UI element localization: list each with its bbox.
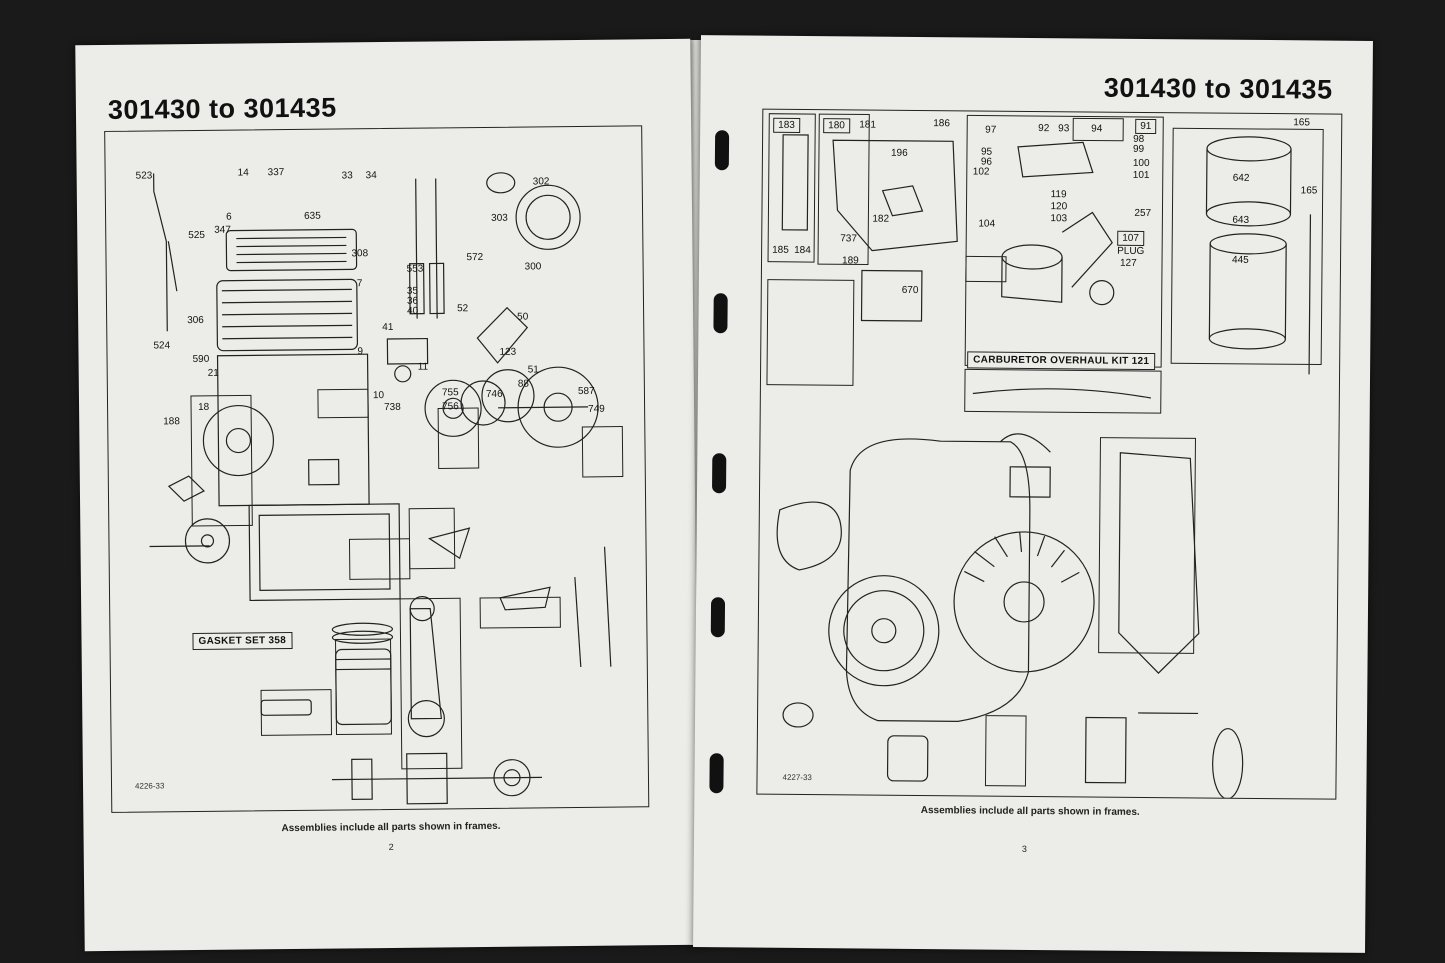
part-label: 97 <box>985 124 997 136</box>
part-label: 102 <box>972 166 990 178</box>
part-label: 302 <box>532 176 550 188</box>
left-page: 301430 to 301435 <box>75 38 700 952</box>
part-label: 445 <box>1231 254 1249 266</box>
part-label: 14 <box>237 167 249 179</box>
part-label: 670 <box>901 284 919 296</box>
part-label: 184 <box>794 244 811 257</box>
binder-hole <box>711 453 727 494</box>
part-label: 180 <box>823 118 850 134</box>
part-label: 303 <box>491 212 508 224</box>
right-page-title: 301430 to 301435 <box>1103 72 1333 105</box>
part-label: 103 <box>1050 213 1068 225</box>
left-caption: Assemblies include all parts shown in fr… <box>281 820 501 835</box>
part-label: 41 <box>382 321 394 334</box>
part-label: 21 <box>207 367 219 379</box>
right-caption: Assemblies include all parts shown in fr… <box>920 805 1140 818</box>
part-label: 99 <box>1132 143 1145 155</box>
left-page-number: 2 <box>388 841 394 853</box>
part-label: PLUG <box>1117 245 1145 257</box>
part-label: 7 <box>356 278 363 290</box>
part-label: 33 <box>341 170 353 182</box>
part-label: 9 <box>357 346 364 358</box>
part-label: 590 <box>192 353 210 366</box>
part-label: 165 <box>1300 185 1318 197</box>
part-label: 40 <box>407 305 419 317</box>
right-page: 301430 to 301435 <box>693 35 1373 953</box>
part-label: 11 <box>417 361 429 373</box>
part-label: 189 <box>841 255 859 267</box>
part-label: 91 <box>1135 118 1157 135</box>
binder-hole <box>710 597 726 638</box>
part-label: 308 <box>351 248 369 260</box>
part-label: 10 <box>372 390 385 402</box>
part-label: 123 <box>499 346 517 358</box>
gasket-set-label: GASKET SET 358 <box>192 632 293 651</box>
part-label: 183 <box>773 117 800 133</box>
part-label: 34 <box>365 170 377 182</box>
part-label: 553 <box>406 263 424 275</box>
part-label: 337 <box>267 167 285 179</box>
part-label: 756 <box>442 401 459 413</box>
part-label: 196 <box>890 147 908 159</box>
part-label: 92 <box>1038 123 1050 135</box>
carburetor-blower-exploded-diagram <box>766 113 1324 799</box>
part-label: 642 <box>1232 172 1250 184</box>
part-label: 18 <box>198 401 210 413</box>
part-label: 88 <box>517 378 530 390</box>
binder-hole <box>714 130 730 171</box>
part-label: 257 <box>1134 207 1152 220</box>
left-page-title: 301430 to 301435 <box>107 92 337 125</box>
part-label: 572 <box>466 251 484 264</box>
part-label: 165 <box>1293 117 1310 129</box>
binder-hole <box>713 293 728 334</box>
part-label: 50 <box>517 311 529 323</box>
part-label: 524 <box>153 340 171 352</box>
part-label: 587 <box>577 385 595 397</box>
part-label: 94 <box>1091 123 1103 135</box>
binder-hole <box>709 753 724 794</box>
part-label: 755 <box>441 387 459 399</box>
right-drawing-number: 4227-33 <box>782 772 812 783</box>
part-label: 52 <box>456 303 469 315</box>
part-label: 127 <box>1119 257 1137 269</box>
left-diagram-frame: 523 14 337 33 34 302 525 6 347 635 303 3… <box>104 125 650 813</box>
part-label: 101 <box>1132 169 1150 182</box>
part-label: 119 <box>1050 189 1067 201</box>
part-label: 643 <box>1232 214 1250 226</box>
part-label: 347 <box>214 224 231 236</box>
part-label: 120 <box>1050 201 1068 213</box>
part-label: 525 <box>188 229 206 242</box>
part-label: 523 <box>135 170 153 182</box>
part-label: 181 <box>859 119 876 131</box>
part-label: 185 <box>772 244 789 256</box>
part-label: 306 <box>187 314 204 327</box>
carburetor-kit-label: CARBURETOR OVERHAUL KIT 121 <box>967 351 1156 371</box>
part-label: 300 <box>524 261 542 273</box>
part-label: 182 <box>872 213 890 225</box>
right-diagram-frame: 183 180 181 186 97 92 93 94 91 98 99 165… <box>756 108 1343 800</box>
engine-exploded-diagram <box>149 172 624 805</box>
part-label: 104 <box>978 218 996 230</box>
part-label: 107 <box>1117 230 1144 246</box>
part-label: 188 <box>163 416 180 428</box>
right-page-number: 3 <box>1021 843 1027 854</box>
part-label: 738 <box>384 401 401 414</box>
part-label: 51 <box>527 364 539 376</box>
part-label: 100 <box>1132 157 1150 170</box>
left-drawing-number: 4226-33 <box>134 781 165 791</box>
part-label: 93 <box>1058 123 1070 135</box>
part-label: 6 <box>226 211 232 223</box>
part-label: 749 <box>588 403 605 415</box>
part-label: 746 <box>485 388 503 400</box>
part-label: 186 <box>933 118 950 130</box>
part-label: 635 <box>304 210 321 222</box>
part-label: 737 <box>840 233 857 245</box>
